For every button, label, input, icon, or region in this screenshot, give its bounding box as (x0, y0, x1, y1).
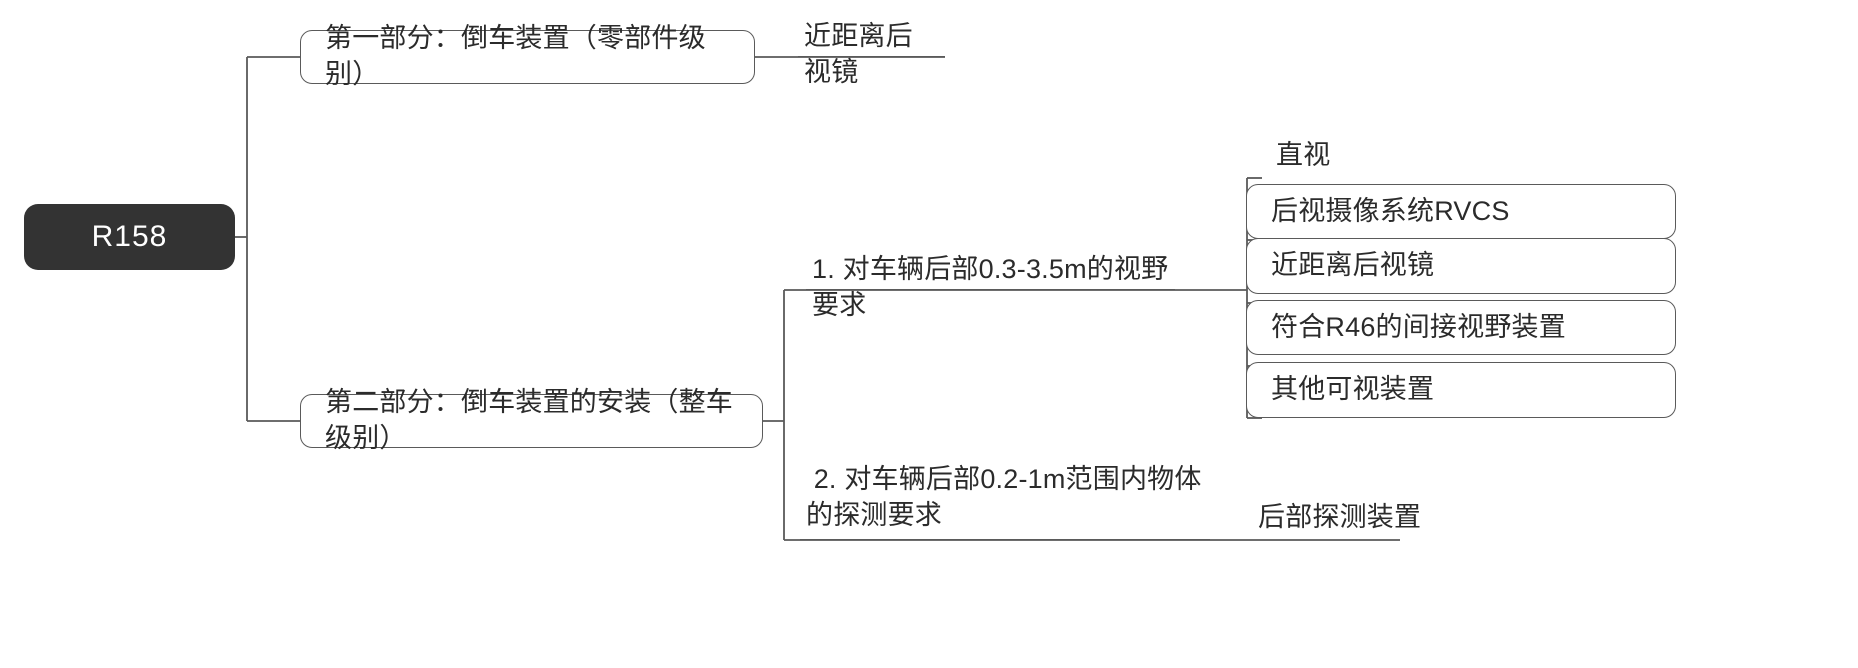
node-root[interactable]: R158 (24, 204, 235, 270)
node-requirement-1-label: 1. 对车辆后部0.3-3.5m的视野要求 (812, 254, 1169, 320)
node-part1-leaf-label: 近距离后视镜 (804, 21, 913, 87)
node-root-label: R158 (91, 220, 168, 254)
node-leaf-direct-view[interactable]: 直视 (1272, 138, 1392, 176)
node-leaf-other-visual-device-label: 其他可视装置 (1271, 374, 1435, 405)
node-leaf-other-visual-device[interactable]: 其他可视装置 (1246, 362, 1676, 418)
node-leaf-close-proximity-mirror-label: 近距离后视镜 (1271, 250, 1435, 281)
node-leaf-rvcs-label: 后视摄像系统RVCS (1271, 195, 1510, 226)
node-part1[interactable]: 第一部分：倒车装置（零部件级别） (300, 23, 755, 89)
node-part1-label: 第一部分：倒车装置（零部件级别） (325, 23, 706, 89)
node-leaf-rear-detection-device[interactable]: 后部探测装置 (1254, 500, 1454, 538)
node-leaf-rear-detection-device-label: 后部探测装置 (1258, 502, 1422, 532)
node-requirement-2[interactable]: 2. 对车辆后部0.2-1m范围内物体的探测要求 (800, 462, 1210, 540)
node-requirement-1[interactable]: 1. 对车辆后部0.3-3.5m的视野要求 (806, 252, 1175, 320)
node-part2[interactable]: 第二部分：倒车装置的安装（整车级别） (300, 387, 763, 453)
node-leaf-direct-view-label: 直视 (1276, 140, 1331, 170)
node-leaf-r46-indirect-vision-label: 符合R46的间接视野装置 (1271, 311, 1566, 342)
node-part2-label: 第二部分：倒车装置的安装（整车级别） (325, 387, 733, 453)
node-requirement-2-label: 2. 对车辆后部0.2-1m范围内物体的探测要求 (806, 464, 1202, 530)
node-leaf-rvcs[interactable]: 后视摄像系统RVCS (1246, 184, 1676, 239)
node-leaf-r46-indirect-vision[interactable]: 符合R46的间接视野装置 (1246, 300, 1676, 355)
node-part1-leaf[interactable]: 近距离后视镜 (798, 19, 945, 87)
node-leaf-close-proximity-mirror[interactable]: 近距离后视镜 (1246, 238, 1676, 294)
